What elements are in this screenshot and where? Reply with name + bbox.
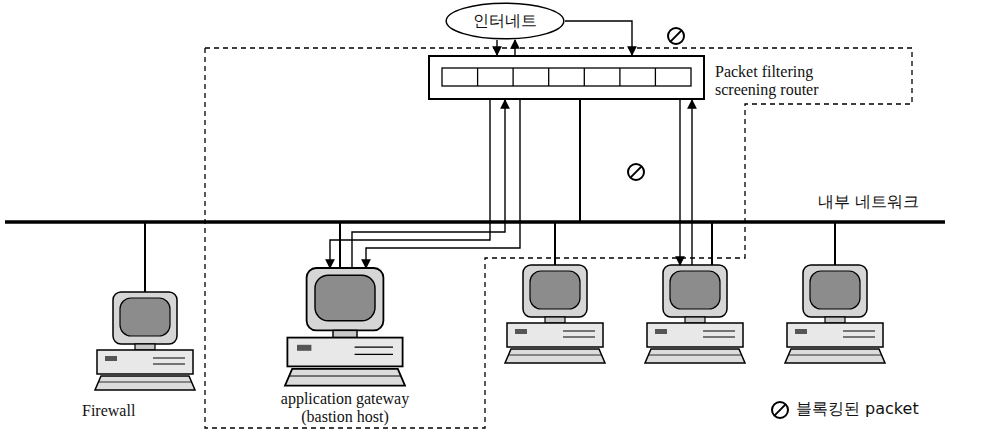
node-label: Packet filtering screening router	[715, 63, 865, 100]
computer-icon	[95, 292, 195, 390]
firewall-boundary	[205, 48, 912, 428]
legend-text: 블록킹된 packet	[796, 400, 919, 418]
screening-router: Packet filtering screening router	[428, 55, 705, 100]
packet-flow-arrow	[496, 40, 497, 55]
node-label: application gateway (bastion host)	[270, 390, 420, 425]
firewall-label: Firewall	[82, 402, 135, 420]
packet-flow-arrow	[330, 100, 490, 268]
packet-flow-arrow	[352, 100, 505, 268]
blocked-symbol	[668, 28, 684, 44]
computer-icon	[505, 265, 605, 363]
blocked-symbol	[628, 164, 644, 180]
router-ports	[442, 68, 691, 86]
node-label: 인터네트	[473, 12, 537, 30]
computer-icon	[645, 265, 745, 363]
internet-cloud: 인터네트	[445, 2, 565, 40]
network-drops	[145, 100, 835, 292]
legend-symbol	[772, 402, 788, 418]
bastion-host: application gateway (bastion host)	[275, 268, 415, 386]
computer-icon	[785, 265, 885, 363]
packet-flow	[366, 21, 692, 268]
network-label: 내부 네트워크	[818, 193, 919, 211]
packet-flow-arrow	[514, 40, 515, 55]
computer-icon	[285, 268, 405, 386]
